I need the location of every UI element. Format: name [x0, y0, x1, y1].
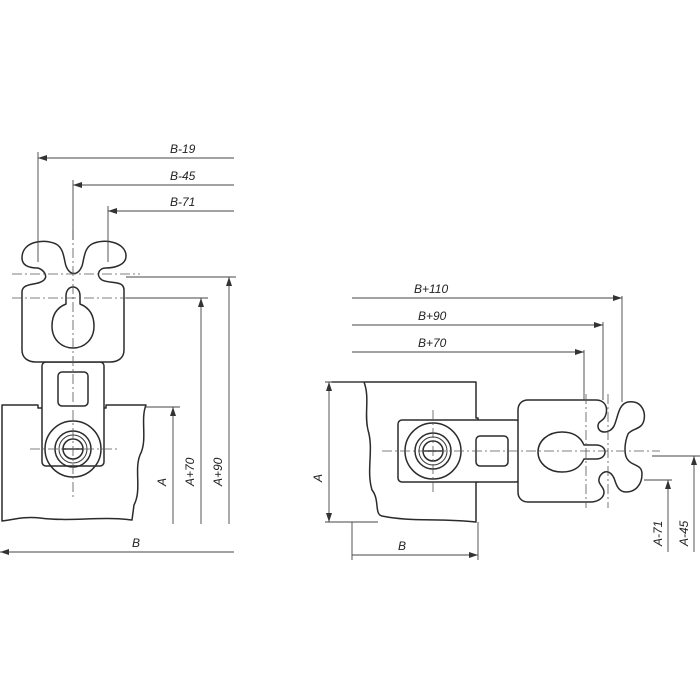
label-b-19: B-19 — [170, 142, 196, 156]
right-arrow-a-top — [326, 382, 332, 391]
left-arrow-b19 — [38, 155, 47, 161]
left-arrow-a70 — [198, 298, 204, 307]
label-a-plus-70: A+70 — [183, 457, 197, 487]
label-b-45: B-45 — [170, 169, 196, 183]
right-view: B+110 B+90 B+70 A A-71 A-45 B — [311, 282, 700, 560]
right-keyhole — [537, 431, 606, 473]
right-arrow-b — [469, 552, 478, 558]
label-a-left: A — [155, 478, 169, 487]
label-a-minus-45: A-45 — [677, 520, 691, 547]
label-b-plus-90: B+90 — [418, 309, 447, 323]
right-arrow-a45 — [691, 456, 697, 465]
right-arrow-b110 — [613, 295, 622, 301]
left-arrow-b — [0, 549, 9, 555]
label-a-right: A — [311, 474, 325, 483]
label-b-plus-110: B+110 — [414, 282, 448, 296]
label-b-71: B-71 — [170, 195, 195, 209]
left-arrow-a — [170, 407, 176, 416]
left-arrow-b71 — [108, 208, 117, 214]
left-arrow-a90 — [226, 277, 232, 286]
right-arrow-a71 — [665, 480, 671, 489]
left-arrow-b45 — [73, 182, 82, 188]
label-a-plus-90: A+90 — [211, 457, 225, 487]
left-keyhole — [51, 286, 95, 349]
left-fork-head — [21, 240, 127, 363]
label-a-minus-71: A-71 — [651, 521, 665, 547]
left-view: B-19 B-45 B-71 A A+70 A+90 B — [0, 142, 236, 555]
right-arrow-a-bottom — [326, 513, 332, 522]
label-b-right: B — [398, 539, 406, 553]
label-b-left: B — [132, 536, 140, 550]
right-arrow-b90 — [594, 322, 603, 328]
right-arrow-b70 — [575, 349, 584, 355]
label-b-plus-70: B+70 — [418, 336, 447, 350]
